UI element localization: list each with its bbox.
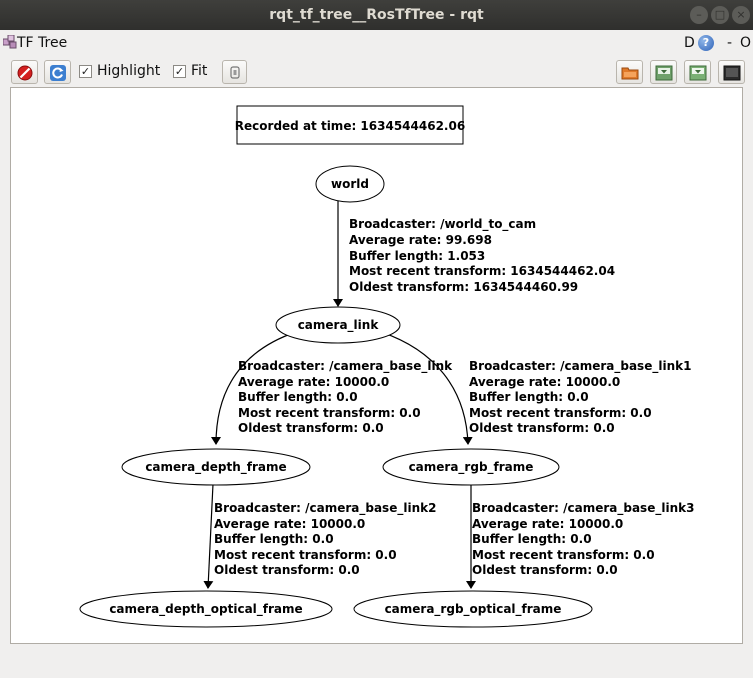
edge-label-line: Most recent transform: 0.0 [472, 548, 655, 562]
save-image-icon [723, 65, 741, 81]
edge-label-line: Average rate: 10000.0 [238, 375, 389, 389]
edge-depth-to-optical [203, 483, 214, 589]
edge-label-line: Broadcaster: /camera_base_link [238, 359, 453, 374]
edge-camera-link-to-depth [211, 331, 297, 445]
close-button[interactable]: × [732, 6, 750, 24]
node-label: world [331, 177, 369, 191]
refresh-button[interactable] [44, 60, 71, 84]
dock-button[interactable]: D [684, 35, 695, 51]
edge-label-depth-to-optical: Broadcaster: /camera_base_link2 Average … [214, 501, 436, 577]
edge-label-line: Average rate: 10000.0 [472, 517, 623, 531]
save-dot-button[interactable] [650, 60, 677, 84]
edge-label-line: Buffer length: 1.053 [349, 249, 485, 263]
node-camera-depth-frame[interactable]: camera_depth_frame [121, 448, 311, 486]
node-camera-link[interactable]: camera_link [275, 306, 401, 344]
edge-label-line: Buffer length: 0.0 [472, 532, 592, 546]
edge-label-line: Buffer length: 0.0 [238, 390, 358, 404]
maximize-button[interactable]: □ [711, 6, 729, 24]
edge-label-line: Average rate: 99.698 [349, 233, 492, 247]
refresh-icon [50, 65, 66, 81]
plugin-header: TF Tree D ? - O [0, 32, 753, 54]
edge-label-line: Average rate: 10000.0 [214, 517, 365, 531]
fit-label: Fit [191, 63, 208, 79]
fit-view-button[interactable] [222, 60, 247, 84]
plugin-title: TF Tree [17, 35, 68, 51]
load-dot-button[interactable] [616, 60, 643, 84]
fit-checkbox[interactable]: ✓ [173, 65, 186, 78]
edge-label-line: Most recent transform: 0.0 [238, 406, 421, 420]
save-image-button[interactable] [718, 60, 745, 84]
edge-label-rgb-to-optical: Broadcaster: /camera_base_link3 Average … [472, 501, 694, 577]
edge-label-line: Oldest transform: 0.0 [469, 421, 615, 435]
minimize-plugin-button[interactable]: - [727, 35, 733, 51]
tf-tree-plugin-icon [3, 35, 17, 49]
node-world[interactable]: world [315, 165, 385, 203]
window-title: rqt_tf_tree__RosTfTree - rqt [269, 7, 484, 23]
edge-label-line: Most recent transform: 0.0 [469, 406, 652, 420]
node-camera-rgb-frame[interactable]: camera_rgb_frame [382, 448, 560, 486]
window-titlebar: rqt_tf_tree__RosTfTree - rqt – □ × [0, 0, 753, 30]
edge-label-line: Broadcaster: /camera_base_link3 [472, 501, 694, 516]
tf-graph-canvas[interactable]: Recorded at time: 1634544462.06 Broadcas… [10, 87, 743, 644]
edge-label-line: Buffer length: 0.0 [469, 390, 589, 404]
edge-label-line: Broadcaster: /camera_base_link2 [214, 501, 436, 516]
save-svg-icon [689, 65, 707, 81]
highlight-label: Highlight [97, 63, 161, 79]
edge-label-camera-link-to-rgb: Broadcaster: /camera_base_link1 Average … [469, 359, 691, 435]
recorded-time-box: Recorded at time: 1634544462.06 [235, 105, 465, 145]
edge-camera-link-to-rgb [380, 331, 473, 445]
edge-label-line: Oldest transform: 0.0 [472, 563, 618, 577]
edge-label-line: Average rate: 10000.0 [469, 375, 620, 389]
edge-label-line: Most recent transform: 0.0 [214, 548, 397, 562]
stop-icon [17, 65, 33, 81]
edge-label-line: Oldest transform: 0.0 [214, 563, 360, 577]
fit-view-icon [230, 66, 240, 79]
node-camera-depth-optical-frame[interactable]: camera_depth_optical_frame [79, 590, 333, 628]
edge-label-line: Broadcaster: /world_to_cam [349, 217, 536, 232]
save-svg-button[interactable] [684, 60, 711, 84]
node-camera-rgb-optical-frame[interactable]: camera_rgb_optical_frame [353, 590, 593, 628]
edge-label-line: Broadcaster: /camera_base_link1 [469, 359, 691, 374]
highlight-checkbox[interactable]: ✓ [79, 65, 92, 78]
open-folder-icon [621, 67, 639, 80]
edge-label-line: Oldest transform: 1634544460.99 [349, 280, 578, 294]
recorded-time-text: Recorded at time: 1634544462.06 [235, 119, 465, 133]
edge-label-camera-link-to-depth: Broadcaster: /camera_base_link Average r… [238, 359, 453, 435]
minimize-button[interactable]: – [690, 6, 708, 24]
edge-label-line: Oldest transform: 0.0 [238, 421, 384, 435]
toolbar: ✓ Highlight ✓ Fit [0, 58, 753, 86]
node-label: camera_depth_optical_frame [109, 602, 302, 617]
save-dot-icon [655, 65, 673, 81]
node-label: camera_link [298, 318, 380, 333]
close-plugin-button[interactable]: O [740, 35, 752, 51]
tf-graph: Recorded at time: 1634544462.06 Broadcas… [79, 105, 694, 628]
node-label: camera_rgb_frame [409, 460, 534, 475]
edge-label-line: Buffer length: 0.0 [214, 532, 334, 546]
help-icon[interactable]: ? [698, 35, 714, 51]
node-label: camera_rgb_optical_frame [385, 602, 562, 617]
clear-button[interactable] [11, 60, 38, 84]
edge-label-line: Most recent transform: 1634544462.04 [349, 264, 615, 278]
edge-label-world-to-camera-link: Broadcaster: /world_to_cam Average rate:… [349, 217, 615, 294]
node-label: camera_depth_frame [145, 460, 286, 475]
